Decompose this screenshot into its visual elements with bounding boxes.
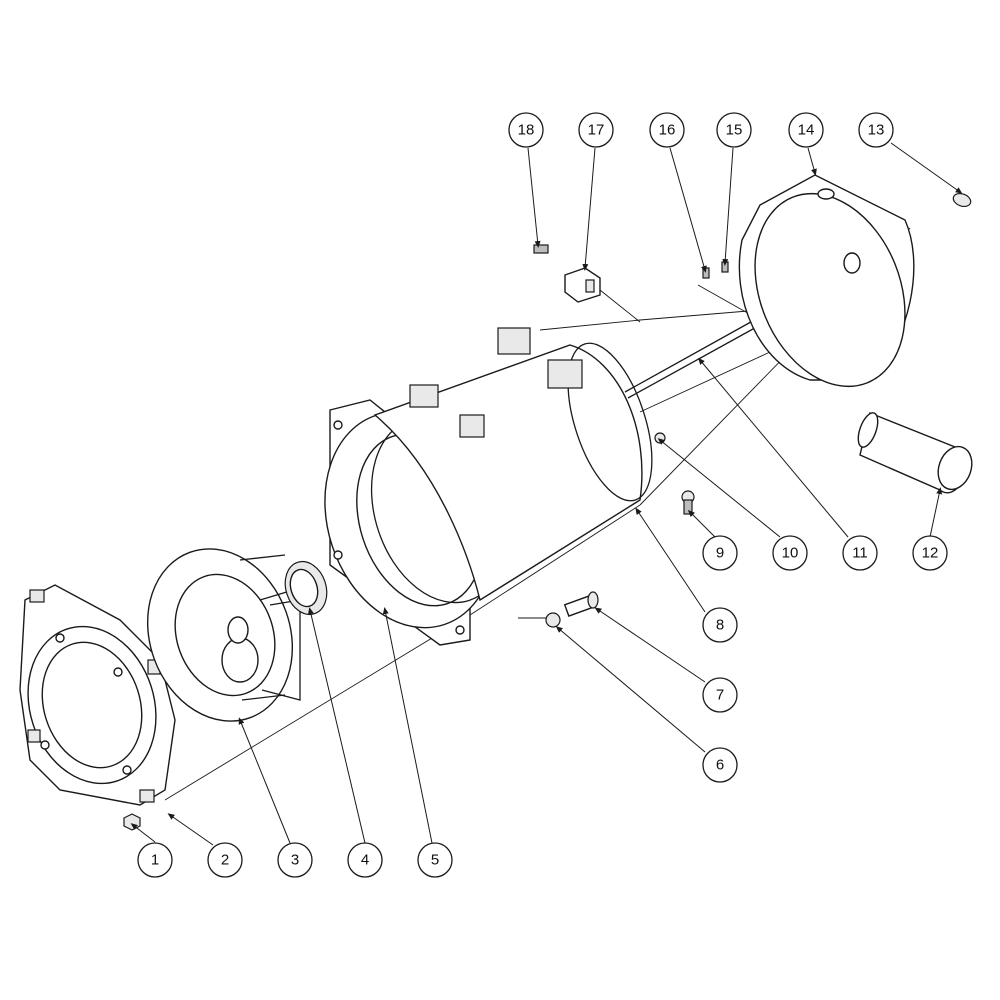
end-bracket xyxy=(19,584,176,806)
callout-5: 5 xyxy=(417,842,453,878)
callout-label-4: 4 xyxy=(361,852,369,869)
callout-3: 3 xyxy=(277,842,313,878)
callout-18: 18 xyxy=(508,112,544,148)
callout-label-17: 17 xyxy=(588,122,605,139)
callout-label-18: 18 xyxy=(518,122,535,139)
leader-lines xyxy=(130,142,963,846)
bearing xyxy=(284,560,328,616)
callout-16: 16 xyxy=(649,112,685,148)
cover-screw xyxy=(952,192,972,208)
callout-11: 11 xyxy=(842,535,878,571)
screw-16 xyxy=(702,267,710,279)
callout-label-15: 15 xyxy=(726,122,743,139)
terminal-block xyxy=(564,267,601,303)
callout-label-11: 11 xyxy=(852,545,868,562)
callout-4: 4 xyxy=(347,842,383,878)
callout-2: 2 xyxy=(207,842,243,878)
callout-14: 14 xyxy=(788,112,824,148)
through-rod xyxy=(624,317,763,399)
callout-label-12: 12 xyxy=(922,545,939,562)
bolt-7 xyxy=(563,591,599,617)
stator-housing xyxy=(373,327,653,602)
screw-15 xyxy=(721,261,729,273)
callout-8: 8 xyxy=(702,607,738,643)
callout-label-10: 10 xyxy=(782,545,799,562)
callout-13: 13 xyxy=(858,112,894,148)
callout-label-7: 7 xyxy=(716,687,724,704)
callout-1: 1 xyxy=(137,842,173,878)
callout-label-1: 1 xyxy=(151,852,159,869)
washer-10 xyxy=(654,432,666,444)
callout-label-3: 3 xyxy=(291,852,299,869)
callout-label-14: 14 xyxy=(798,122,815,139)
callout-12: 12 xyxy=(912,535,948,571)
callout-17: 17 xyxy=(578,112,614,148)
callout-label-6: 6 xyxy=(716,757,724,774)
callout-10: 10 xyxy=(772,535,808,571)
assembly-axis-lines xyxy=(164,227,911,801)
callout-7: 7 xyxy=(702,677,738,713)
callout-15: 15 xyxy=(716,112,752,148)
callout-label-9: 9 xyxy=(716,545,724,562)
callout-label-2: 2 xyxy=(221,852,229,869)
connector-pin xyxy=(533,244,549,254)
callout-label-5: 5 xyxy=(431,852,439,869)
callout-6: 6 xyxy=(702,747,738,783)
cooling-fan xyxy=(146,548,301,722)
bracket-nut xyxy=(123,813,141,831)
callout-label-8: 8 xyxy=(716,617,724,634)
end-cover xyxy=(738,174,915,388)
callout-9: 9 xyxy=(702,535,738,571)
bolt-9 xyxy=(681,490,695,515)
washer-6 xyxy=(545,612,561,628)
callout-label-13: 13 xyxy=(868,122,885,139)
callout-label-16: 16 xyxy=(659,122,676,139)
capacitor xyxy=(857,412,973,494)
